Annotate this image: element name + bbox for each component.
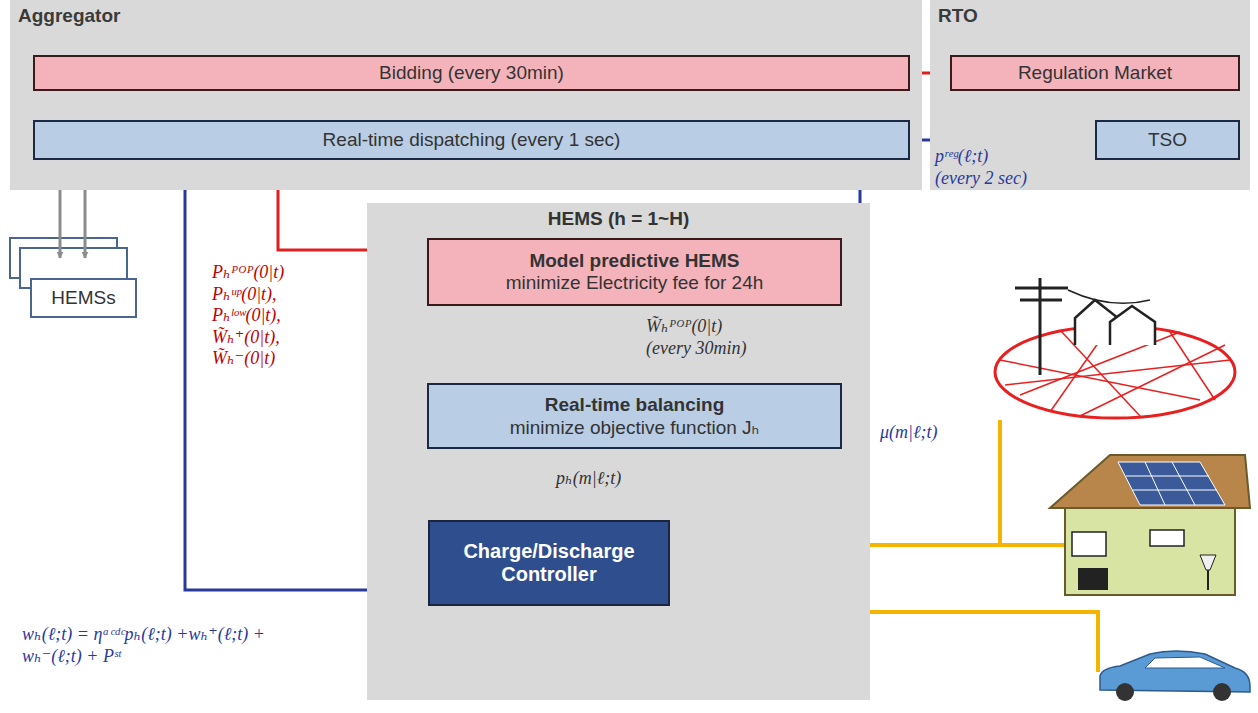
box-title: HEMSs [51,287,115,309]
box-title: Bidding (every 30min) [379,62,564,84]
box-subtitle: minimize objective function Jₕ [510,416,760,439]
power-line [1000,543,1070,547]
hems-stack-box: HEMSs [30,278,137,318]
process-box: Real-time balancingminimize objective fu… [427,383,842,449]
box-title: Real-time balancing [545,394,725,416]
aggregator-panel: AggregatorBidding (every 30min) Real-time… [10,0,922,190]
edge-label: W̃ₕᴾᴼᴾ(0|t) (every 30min) [646,316,766,359]
process-box: TSO [1095,120,1240,160]
box-title: Real-time dispatching (every 1 sec) [323,129,621,151]
panel-title: HEMS (h = 1~H) [367,203,870,235]
process-box: Regulation Market [950,55,1240,91]
box-title: Charge/Discharge Controller [440,540,658,586]
process-box: Model predictive HEMSminimize Electricit… [427,238,842,306]
box-title: Model predictive HEMS [529,250,739,272]
panel-title: RTO [930,0,1250,32]
box-subtitle: minimize Electricity fee for 24h [506,272,764,294]
controller-box: Charge/Discharge Controller [428,520,670,606]
edge-label: pₕ(m|ℓ;t) [556,468,696,490]
car-illustration [1100,651,1250,701]
edge-label: pʳᵉᵍ(ℓ;t) (every 2 sec) [935,146,1035,189]
panel-title: Aggregator [10,0,922,32]
process-box: Bidding (every 30min) [33,55,910,91]
edge-label: Pₕᴾᴼᴾ(0|t) Pₕᵘᵖ(0|t), Pₕˡᵒʷ(0|t), W̃ₕ⁺(0… [212,262,330,370]
house-illustration [1050,455,1250,595]
box-title: Regulation Market [1018,62,1172,84]
house-icon [1075,300,1155,345]
edge-label: wₕ(ℓ;t) = ηᵃᶜᵈᶜpₕ(ℓ;t) +wₕ⁺(ℓ;t) + wₕ⁻(ℓ… [22,624,272,667]
edge-label: μ(m|ℓ;t) [880,422,990,444]
hems-panel: HEMS (h = 1~H)Model predictive HEMSminim… [367,203,870,700]
box-title: TSO [1148,129,1187,151]
process-box: Real-time dispatching (every 1 sec) [33,120,910,160]
